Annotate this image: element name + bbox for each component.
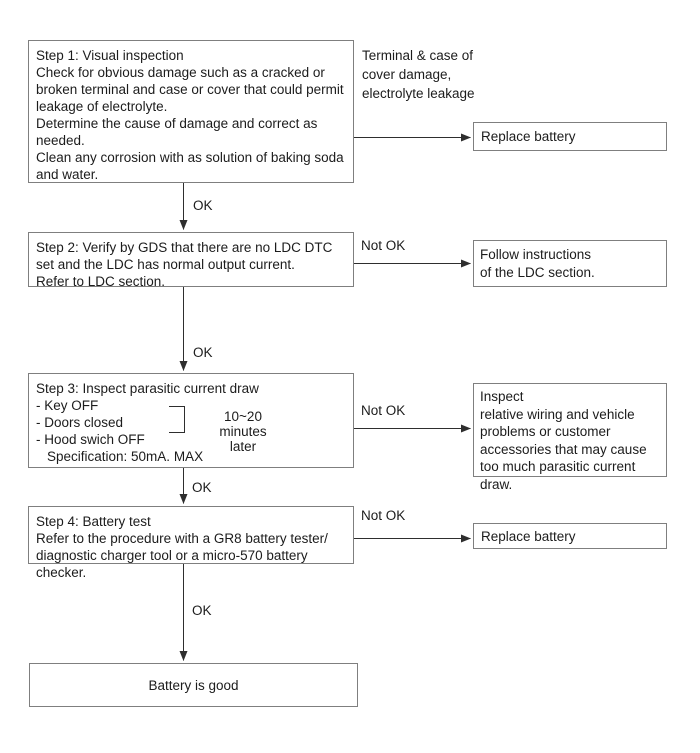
step1-text: Step 1: Visual inspection Check for obvi… [36,48,344,182]
step3-item-hood-switch-off: - Hood swich OFF [36,432,145,447]
not-ok-label-3: Not OK [361,403,406,418]
not-ok-label-4: Not OK [361,508,406,523]
step3-bracket-note: 10~20 minutes later [219,409,267,454]
step2-text: Step 2: Verify by GDS that there are no … [36,240,333,289]
step3-title: Step 3: Inspect parasitic current draw [36,381,259,396]
battery-is-good-text: Battery is good [148,677,239,693]
battery-is-good-box: Battery is good [29,663,358,707]
not-ok-label-2: Not OK [361,238,406,253]
replace-battery-box-1: Replace battery [473,122,667,151]
step3-specification: Specification: 50mA. MAX [47,449,204,464]
step3-box: Step 3: Inspect parasitic current draw -… [28,373,354,468]
inspect-wiring-text: Inspect relative wiring and vehicle prob… [480,389,647,492]
step4-box: Step 4: Battery test Refer to the proced… [28,506,354,580]
replace-battery-2-text: Replace battery [481,528,576,544]
step4-text: Step 4: Battery test Refer to the proced… [36,514,328,580]
ok-label-3: OK [192,480,212,495]
step3-item-doors-closed: - Doors closed [36,415,124,430]
step1-box: Step 1: Visual inspection Check for obvi… [28,40,354,183]
step3-bracket-shape [169,406,185,433]
follow-instructions-text: Follow instructions of the LDC section. [480,247,595,280]
inspect-wiring-box: Inspect relative wiring and vehicle prob… [473,383,667,492]
replace-battery-1-text: Replace battery [481,129,576,144]
ok-label-1: OK [193,198,213,213]
step2-box: Step 2: Verify by GDS that there are no … [28,232,354,289]
ok-label-2: OK [193,345,213,360]
follow-instructions-box: Follow instructions of the LDC section. [473,240,667,287]
replace-battery-box-2: Replace battery [473,523,667,549]
step3-item-key-off: - Key OFF [36,398,99,413]
step1-branch-condition-label: Terminal & case of cover damage, electro… [362,48,475,101]
ok-label-4: OK [192,603,212,618]
